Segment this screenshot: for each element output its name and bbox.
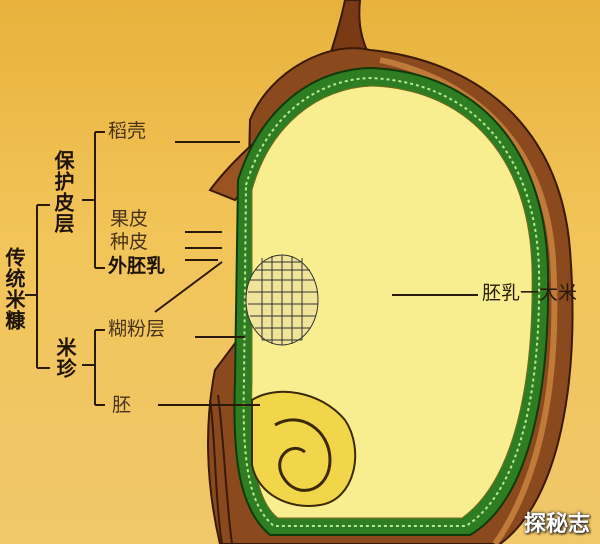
bracket-lines	[25, 131, 478, 406]
label-rice-germ: 米珍	[53, 337, 77, 379]
husk-base-lines	[209, 394, 233, 544]
starch-cells	[245, 254, 319, 346]
label-rice-bran: 传统米糠	[2, 247, 26, 331]
embryo-detail	[274, 418, 332, 492]
label-perisperm: 外胚乳	[108, 255, 166, 277]
label-embryo: 胚	[112, 394, 132, 416]
label-husk: 稻壳	[108, 120, 147, 142]
label-pericarp: 果皮	[110, 208, 149, 230]
label-aleurone: 糊粉层	[108, 318, 166, 340]
stem	[328, 0, 374, 62]
watermark: 探秘志	[523, 512, 590, 537]
aleurone-dots	[242, 76, 541, 527]
label-endosperm: 胚乳一大米	[482, 282, 578, 304]
label-seed-coat: 种皮	[110, 231, 149, 253]
embryo	[251, 390, 357, 507]
label-protective-layer: 保护皮层	[51, 150, 75, 234]
